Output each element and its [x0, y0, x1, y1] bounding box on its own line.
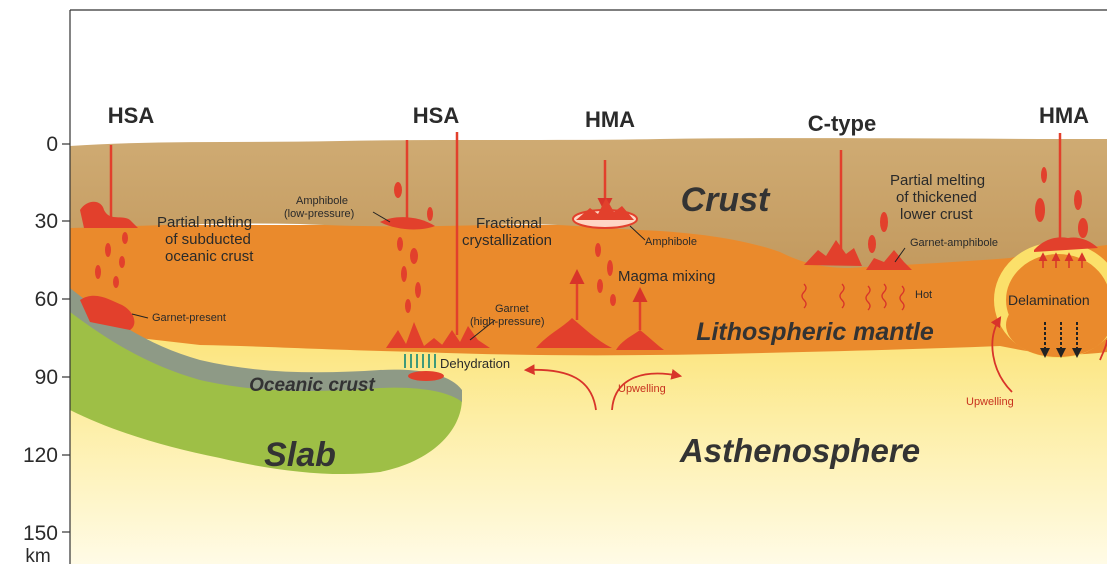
oceanic-crust-label: Oceanic crust [249, 375, 375, 396]
crust-label: Crust [681, 181, 771, 219]
section-label-hsa-1: HSA [108, 103, 155, 128]
section-label-hma-1: HMA [585, 107, 635, 132]
dehydration-label: Dehydration [440, 356, 510, 371]
partial-melting-subducted-label: Partial melting of subducted oceanic cru… [157, 214, 256, 265]
asthenosphere-label: Asthenosphere [679, 432, 920, 469]
magma-mixing-label: Magma mixing [618, 268, 716, 285]
tick-label: 150 [23, 522, 58, 545]
garnet-amphibole-label: Garnet-amphibole [910, 237, 998, 249]
section-label-c-type: C-type [808, 111, 876, 136]
amphibole-label: Amphibole [645, 236, 697, 248]
fractional-crystallization-label: Fractional crystallization [462, 215, 552, 249]
upwelling-label-center: Upwelling [618, 383, 666, 395]
delamination-label: Delamination [1008, 292, 1090, 308]
lithospheric-mantle-label: Lithospheric mantle [696, 318, 934, 346]
hot-label: Hot [915, 289, 932, 301]
tick-label: 120 [23, 444, 58, 467]
garnet-present-label: Garnet-present [152, 312, 226, 324]
section-label-hsa-2: HSA [413, 103, 460, 128]
section-label-hma-2: HMA [1039, 103, 1089, 128]
tick-label: 90 [35, 366, 58, 389]
axis-unit: km [25, 546, 50, 564]
upwelling-label-right: Upwelling [966, 396, 1014, 408]
slab-label: Slab [264, 436, 336, 474]
tick-label: 0 [46, 133, 58, 156]
tick-label: 30 [35, 210, 58, 233]
tick-label: 60 [35, 288, 58, 311]
